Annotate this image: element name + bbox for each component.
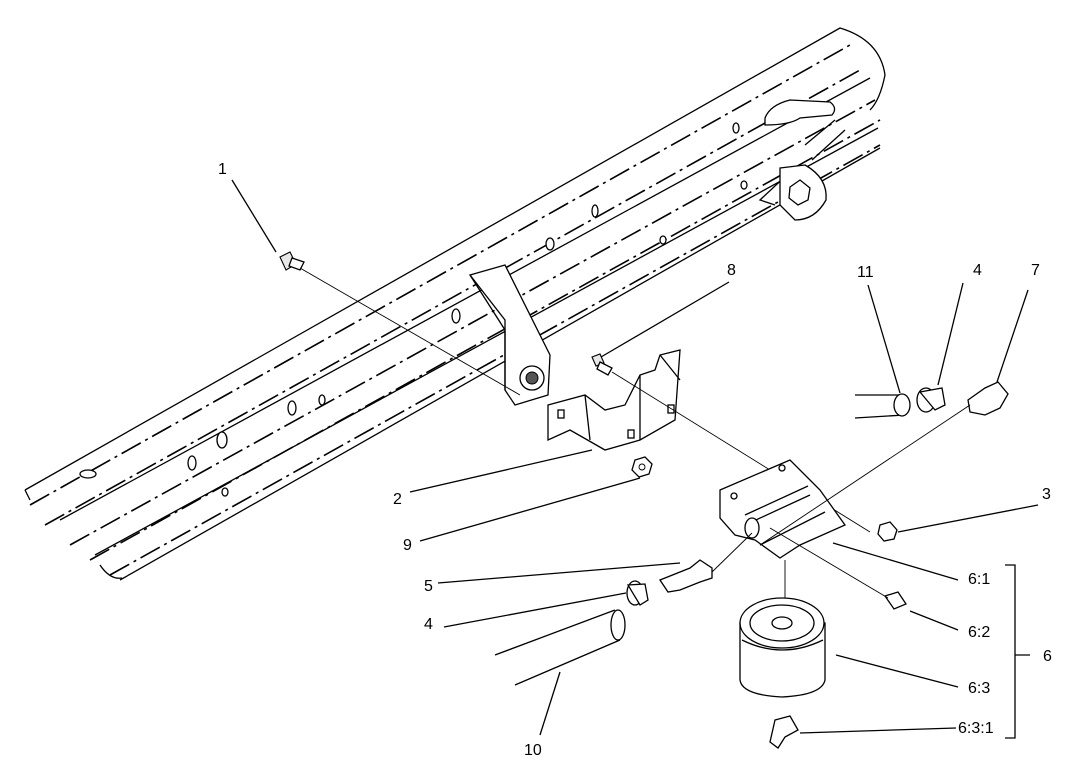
part-2-u-bracket (547, 349, 681, 451)
callout-6-1: 6:1 (968, 571, 990, 588)
callout-6-3-1: 6:3:1 (958, 720, 994, 737)
callouts: 1 2 3 4 4 5 6 6:1 6:2 6:3 6:3:1 7 8 9 10… (218, 161, 1052, 759)
callout-4-upper: 4 (973, 262, 982, 279)
part-7-elbow (759, 381, 1009, 546)
part-9-nut (631, 456, 653, 478)
callout-11: 11 (857, 264, 874, 281)
callout-3: 3 (1042, 486, 1051, 503)
callout-8: 8 (727, 262, 736, 279)
callout-4-lower: 4 (424, 616, 433, 633)
callout-2: 2 (393, 491, 402, 508)
part-6-3-filter (739, 560, 826, 698)
callout-6: 6 (1043, 648, 1052, 665)
leader-lines (231, 179, 1039, 739)
callout-7: 7 (1031, 262, 1040, 279)
callout-10: 10 (524, 742, 542, 759)
callout-9: 9 (403, 537, 412, 554)
callout-1: 1 (218, 161, 227, 178)
callout-6-3: 6:3 (968, 680, 990, 697)
rail-hanger-bracket (468, 264, 551, 406)
part-6-1-filter-head (719, 459, 846, 559)
callout-5: 5 (424, 578, 433, 595)
part-5-fitting (659, 532, 753, 593)
part-6-3-1-drain (769, 715, 799, 749)
part-10-hose (494, 609, 626, 686)
part-6-2-plug (769, 527, 907, 610)
frame-rail (24, 27, 886, 581)
callout-6-2: 6:2 (968, 624, 990, 641)
part-1-bolt (279, 251, 521, 396)
part-4-clamp-lower (626, 580, 649, 606)
part-4-clamp-upper (916, 387, 946, 413)
part-11-hose (854, 393, 911, 419)
part-3-nut (877, 521, 898, 542)
rail-end-tab (779, 164, 827, 221)
